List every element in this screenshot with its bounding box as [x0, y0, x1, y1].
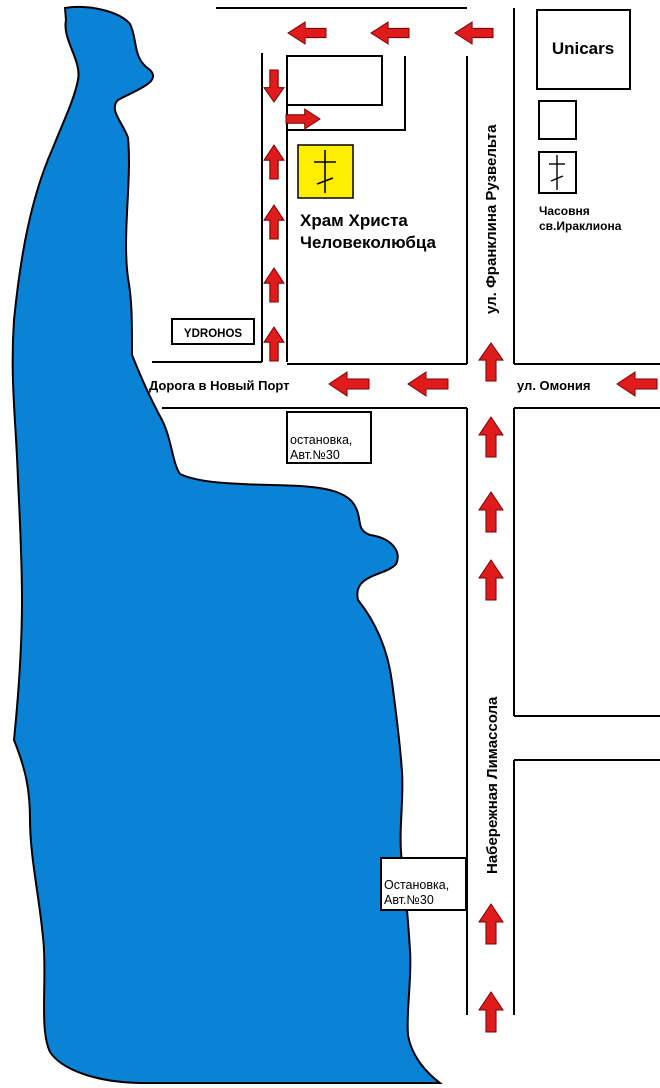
one-way-arrow-icon	[478, 342, 504, 382]
one-way-arrow-icon	[370, 21, 410, 45]
one-way-arrow-icon	[478, 416, 504, 458]
one-way-arrow-icon	[263, 144, 285, 180]
small-building	[538, 100, 577, 140]
one-way-arrow-icon	[478, 559, 504, 601]
one-way-arrow-icon	[478, 991, 504, 1033]
ydrohos-building	[171, 318, 255, 345]
one-way-arrow-icon	[328, 371, 370, 397]
unicars-building	[536, 9, 631, 90]
one-way-arrow-icon	[478, 903, 504, 945]
bus-stop-top-label: остановка,Авт.№30	[290, 433, 352, 462]
road-new-port-label: Дорога в Новый Порт	[149, 378, 290, 393]
building-top-left	[286, 55, 383, 106]
one-way-arrow-icon	[616, 371, 658, 397]
one-way-arrow-icon	[263, 204, 285, 240]
ydrohos-label: YDROHOS	[184, 328, 242, 340]
bus-stop-bottom-label: Остановка,Авт.№30	[384, 878, 449, 907]
street-roosevelt-label: ул. Франклина Рузвельта	[483, 124, 500, 314]
roads	[152, 7, 660, 1015]
one-way-arrow-icon	[263, 326, 285, 362]
one-way-arrow-icon	[287, 21, 327, 45]
one-way-arrow-icon	[263, 267, 285, 303]
one-way-arrow-icon	[285, 108, 321, 130]
unicars-label: Unicars	[552, 39, 614, 58]
one-way-arrows	[263, 21, 658, 1033]
bus-stop-top-sign	[286, 411, 372, 464]
street-omonia-label: ул. Омония	[517, 378, 590, 393]
orthodox-cross-icon	[314, 150, 336, 193]
bus-stop-bottom-sign	[380, 857, 467, 911]
one-way-arrow-icon	[454, 21, 494, 45]
sea-water	[11, 6, 443, 1084]
one-way-arrow-icon	[407, 371, 449, 397]
street-limassol-label: Набережная Лимассола	[484, 696, 501, 874]
one-way-arrow-icon	[263, 69, 285, 103]
one-way-arrow-icon	[478, 491, 504, 533]
orthodox-cross-icon	[549, 155, 565, 190]
